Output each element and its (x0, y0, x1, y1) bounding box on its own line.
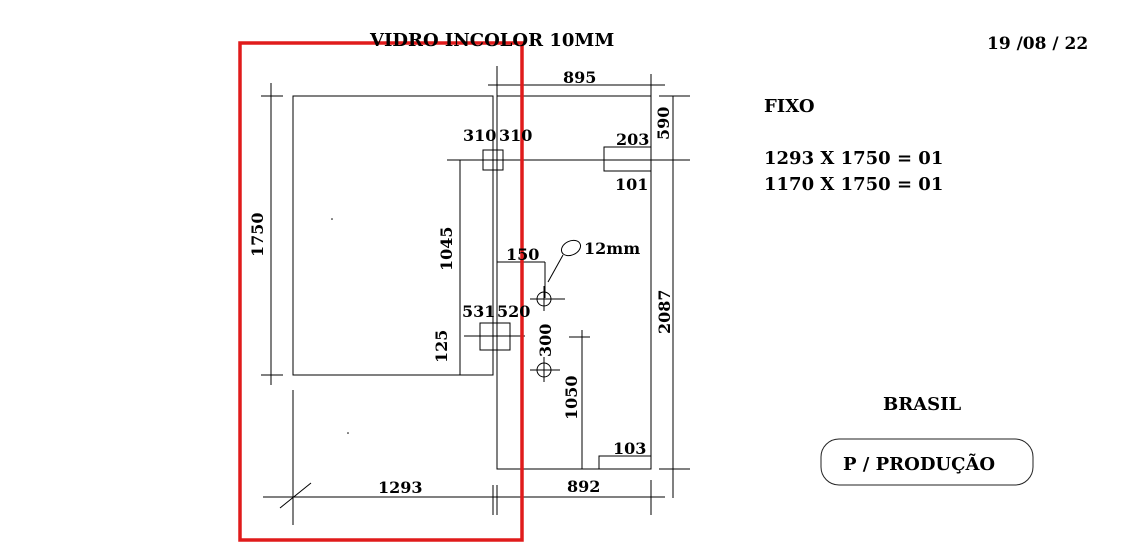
production-stamp (820, 438, 1034, 486)
drawing-date: 19 /08 / 22 (987, 34, 1088, 54)
bottom-dimensions (263, 480, 665, 515)
dim-150: 150 (506, 245, 539, 264)
dot (347, 432, 349, 434)
dim-892: 892 (567, 477, 600, 496)
dim-310-right: 310 (499, 126, 532, 145)
note-line-2: 1170 X 1750 = 01 (764, 174, 943, 195)
dim-300: 300 (536, 324, 555, 357)
drawing-title: VIDRO INCOLOR 10MM (369, 30, 614, 51)
dim-103: 103 (613, 439, 646, 458)
hole-symbol (560, 239, 582, 257)
top-notch-box (603, 146, 652, 172)
dim-520: 520 (497, 302, 530, 321)
dim-12mm: 12mm (584, 239, 640, 258)
dot (331, 218, 333, 220)
bottom-notch-box (598, 455, 652, 470)
right-panel (447, 66, 690, 498)
dim-125: 125 (432, 330, 451, 363)
dim-531: 531 (462, 302, 495, 321)
dim-101: 101 (615, 175, 648, 194)
dim-203: 203 (616, 130, 649, 149)
dim-2087: 2087 (655, 289, 674, 334)
dim-slash (279, 482, 312, 509)
top-hinge-box (482, 149, 504, 171)
dim-1050: 1050 (562, 375, 581, 420)
right-panel-outline (496, 95, 652, 470)
note-brand: BRASIL (883, 394, 962, 415)
dim-1045: 1045 (437, 226, 456, 271)
dim-1293: 1293 (378, 478, 423, 497)
note-line-1: 1293 X 1750 = 01 (764, 148, 943, 169)
dim-1750: 1750 (248, 212, 267, 257)
leader-line (547, 254, 564, 283)
left-panel (261, 83, 494, 525)
selection-box[interactable] (238, 41, 524, 542)
production-stamp-label: P / PRODUÇÃO (843, 452, 995, 475)
note-heading: FIXO (764, 96, 815, 117)
dim-590: 590 (654, 107, 673, 140)
dim-895: 895 (563, 68, 596, 87)
dim-310-left: 310 (463, 126, 496, 145)
left-panel-outline (292, 95, 494, 376)
